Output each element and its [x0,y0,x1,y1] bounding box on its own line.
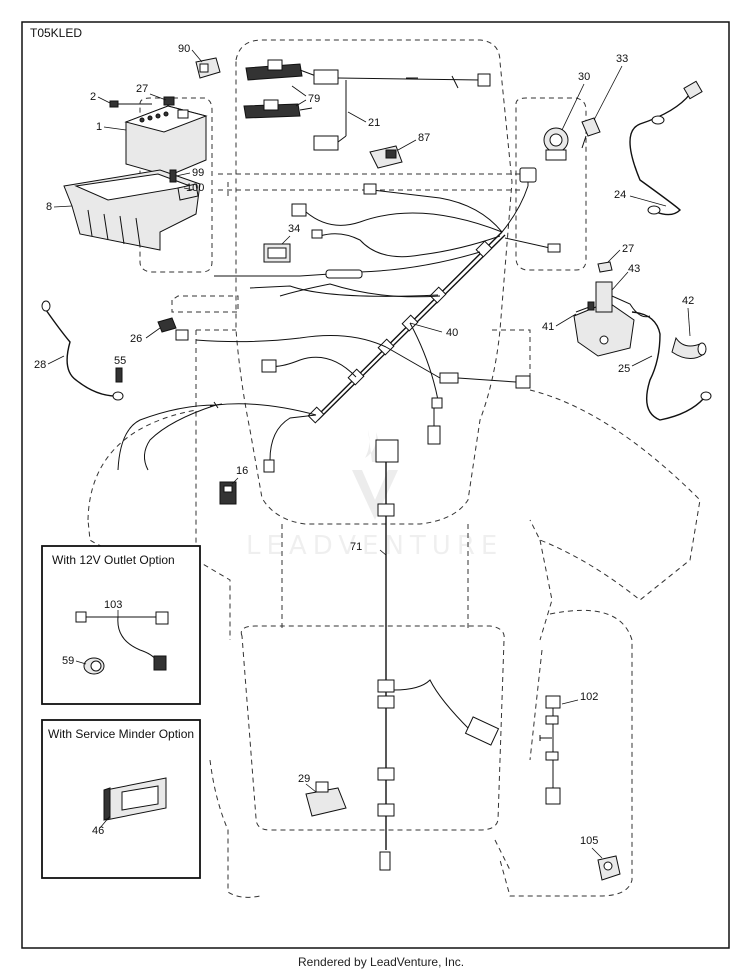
tractor-outline [87,39,701,898]
part-87-switch [369,145,403,169]
callout-27b: 27 [622,243,634,255]
callout-1: 1 [96,121,102,133]
callout-55: 55 [114,355,126,367]
callout-24: 24 [614,189,626,201]
callout-41: 41 [542,321,554,333]
callout-42: 42 [682,295,694,307]
part-30-ignition-switch [543,127,569,161]
part-33-key [581,117,601,149]
callout-99: 99 [192,167,204,179]
callout-100: 100 [186,182,204,194]
option-box-12v-outlet: With 12V Outlet Option [41,545,201,705]
rear-harness-71 [375,439,500,871]
callout-25: 25 [618,363,630,375]
callout-59: 59 [62,655,74,667]
callout-26: 26 [130,333,142,345]
diagram-code: T05KLED [30,26,82,40]
callout-105: 105 [580,835,598,847]
callout-28: 28 [34,359,46,371]
callout-8: 8 [46,201,52,213]
diagram-frame [21,21,730,949]
callouts: 90 2 27 1 99 100 8 79 21 87 30 33 24 27 … [34,43,694,859]
callout-71: 71 [350,541,362,553]
callout-2: 2 [90,91,96,103]
part-34-switch [263,243,291,263]
part-79-headlights [243,59,317,119]
callout-102: 102 [580,691,598,703]
part-28-cable [41,300,124,401]
callout-43: 43 [628,263,640,275]
callout-27a: 27 [136,83,148,95]
part-42-boot [671,336,707,359]
option-box-service-minder: With Service Minder Option [41,719,201,879]
callout-30: 30 [578,71,590,83]
part-2-bolt [109,100,152,108]
callout-33: 33 [616,53,628,65]
part-21-light-harness [313,69,491,151]
part-105-switch [597,855,621,881]
callout-103: 103 [104,599,122,611]
part-55-screw [115,367,123,383]
part-100-clamp [177,183,199,201]
callout-90: 90 [178,43,190,55]
part-102-harness [539,695,561,805]
part-1-battery [124,105,208,177]
option-box-minder-title: With Service Minder Option [48,727,194,741]
watermark-text: LEADVENTURE [246,531,503,561]
callout-29: 29 [298,773,310,785]
callout-87: 87 [418,132,430,144]
callout-46: 46 [92,825,104,837]
part-8-battery-tray [63,169,201,251]
part-99-screw [169,169,177,183]
part-25-cable [631,311,712,421]
part-41-bolt [575,301,595,313]
callout-79: 79 [308,93,320,105]
main-wire-harness [117,167,561,473]
callout-40: 40 [446,327,458,339]
part-90-connector [195,57,221,79]
option-box-12v-title: With 12V Outlet Option [52,553,175,567]
part-26-fuse-holder [157,317,189,341]
part-43-solenoid [573,281,651,357]
callout-21: 21 [368,117,380,129]
part-16-relay [219,481,237,505]
part-27-nut-top [163,96,175,106]
callout-34: 34 [288,223,300,235]
footer-credit: Rendered by LeadVenture, Inc. [298,955,464,969]
part-27-nut [597,261,613,273]
part-24-cable [629,80,703,216]
part-29-switch [305,781,347,817]
callout-16: 16 [236,465,248,477]
